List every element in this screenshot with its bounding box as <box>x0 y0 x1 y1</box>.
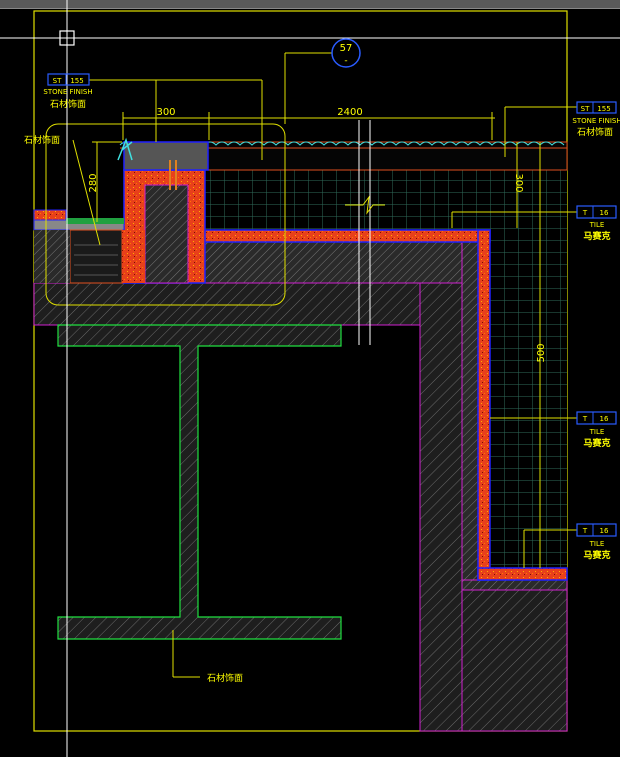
dim-300-side: 300 <box>513 173 524 192</box>
svg-text:石材饰面: 石材饰面 <box>577 126 613 138</box>
svg-text:T: T <box>582 415 588 423</box>
tile-grid <box>490 230 567 568</box>
waterproof-layer <box>189 229 491 243</box>
svg-text:TILE: TILE <box>589 428 605 436</box>
tag-stone-left[interactable]: ST 155 STONE FINISH 石材饰面 <box>43 73 93 110</box>
svg-text:STONE FINISH: STONE FINISH <box>572 117 620 125</box>
curb-core <box>144 184 189 284</box>
tag-tile-2[interactable]: T 16 TILE 马赛克 <box>576 411 617 449</box>
concrete-base <box>461 589 568 732</box>
detail-outline <box>45 123 286 306</box>
section-sheet: - <box>344 56 347 66</box>
svg-text:TILE: TILE <box>589 540 605 548</box>
svg-text:T: T <box>582 527 588 535</box>
steel-i-beam <box>57 324 342 640</box>
dim-500: 500 <box>536 343 547 362</box>
concrete-wall <box>419 282 463 732</box>
svg-text:155: 155 <box>597 105 610 113</box>
svg-text:16: 16 <box>600 209 609 217</box>
tag-tile-1[interactable]: T 16 TILE 马赛克 <box>576 205 617 242</box>
title-bar <box>0 0 620 9</box>
svg-text:马赛克: 马赛克 <box>583 437 610 449</box>
svg-text:ST: ST <box>53 77 62 85</box>
svg-text:ST: ST <box>581 105 590 113</box>
dim-2400: 2400 <box>337 107 362 118</box>
svg-text:TILE: TILE <box>589 221 605 229</box>
label-coping: 石材饰面 <box>24 134 60 146</box>
svg-text:T: T <box>582 209 588 217</box>
svg-text:155: 155 <box>70 77 83 85</box>
svg-text:16: 16 <box>600 527 609 535</box>
water-jet <box>117 137 133 161</box>
dim-300: 300 <box>156 107 175 118</box>
svg-text:STONE FINISH: STONE FINISH <box>43 88 92 96</box>
svg-text:马赛克: 马赛克 <box>583 230 610 242</box>
label-beam: 石材饰面 <box>207 672 243 684</box>
dim-280: 280 <box>88 173 99 192</box>
svg-text:马赛克: 马赛克 <box>583 549 610 561</box>
section-number: 57 <box>340 43 353 54</box>
screed-layer <box>189 241 479 284</box>
tag-tile-3[interactable]: T 16 TILE 马赛克 <box>576 523 617 561</box>
tag-stone-right[interactable]: ST 155 STONE FINISH 石材饰面 <box>572 101 620 138</box>
svg-text:石材饰面: 石材饰面 <box>50 98 86 110</box>
svg-text:16: 16 <box>600 415 609 423</box>
stone-coping <box>123 141 209 171</box>
tile-grid <box>205 170 567 230</box>
stone-coping-layer <box>204 141 568 171</box>
section-bubble <box>331 38 361 68</box>
concrete-slab <box>33 282 463 326</box>
cursor-pickbox <box>59 30 75 46</box>
